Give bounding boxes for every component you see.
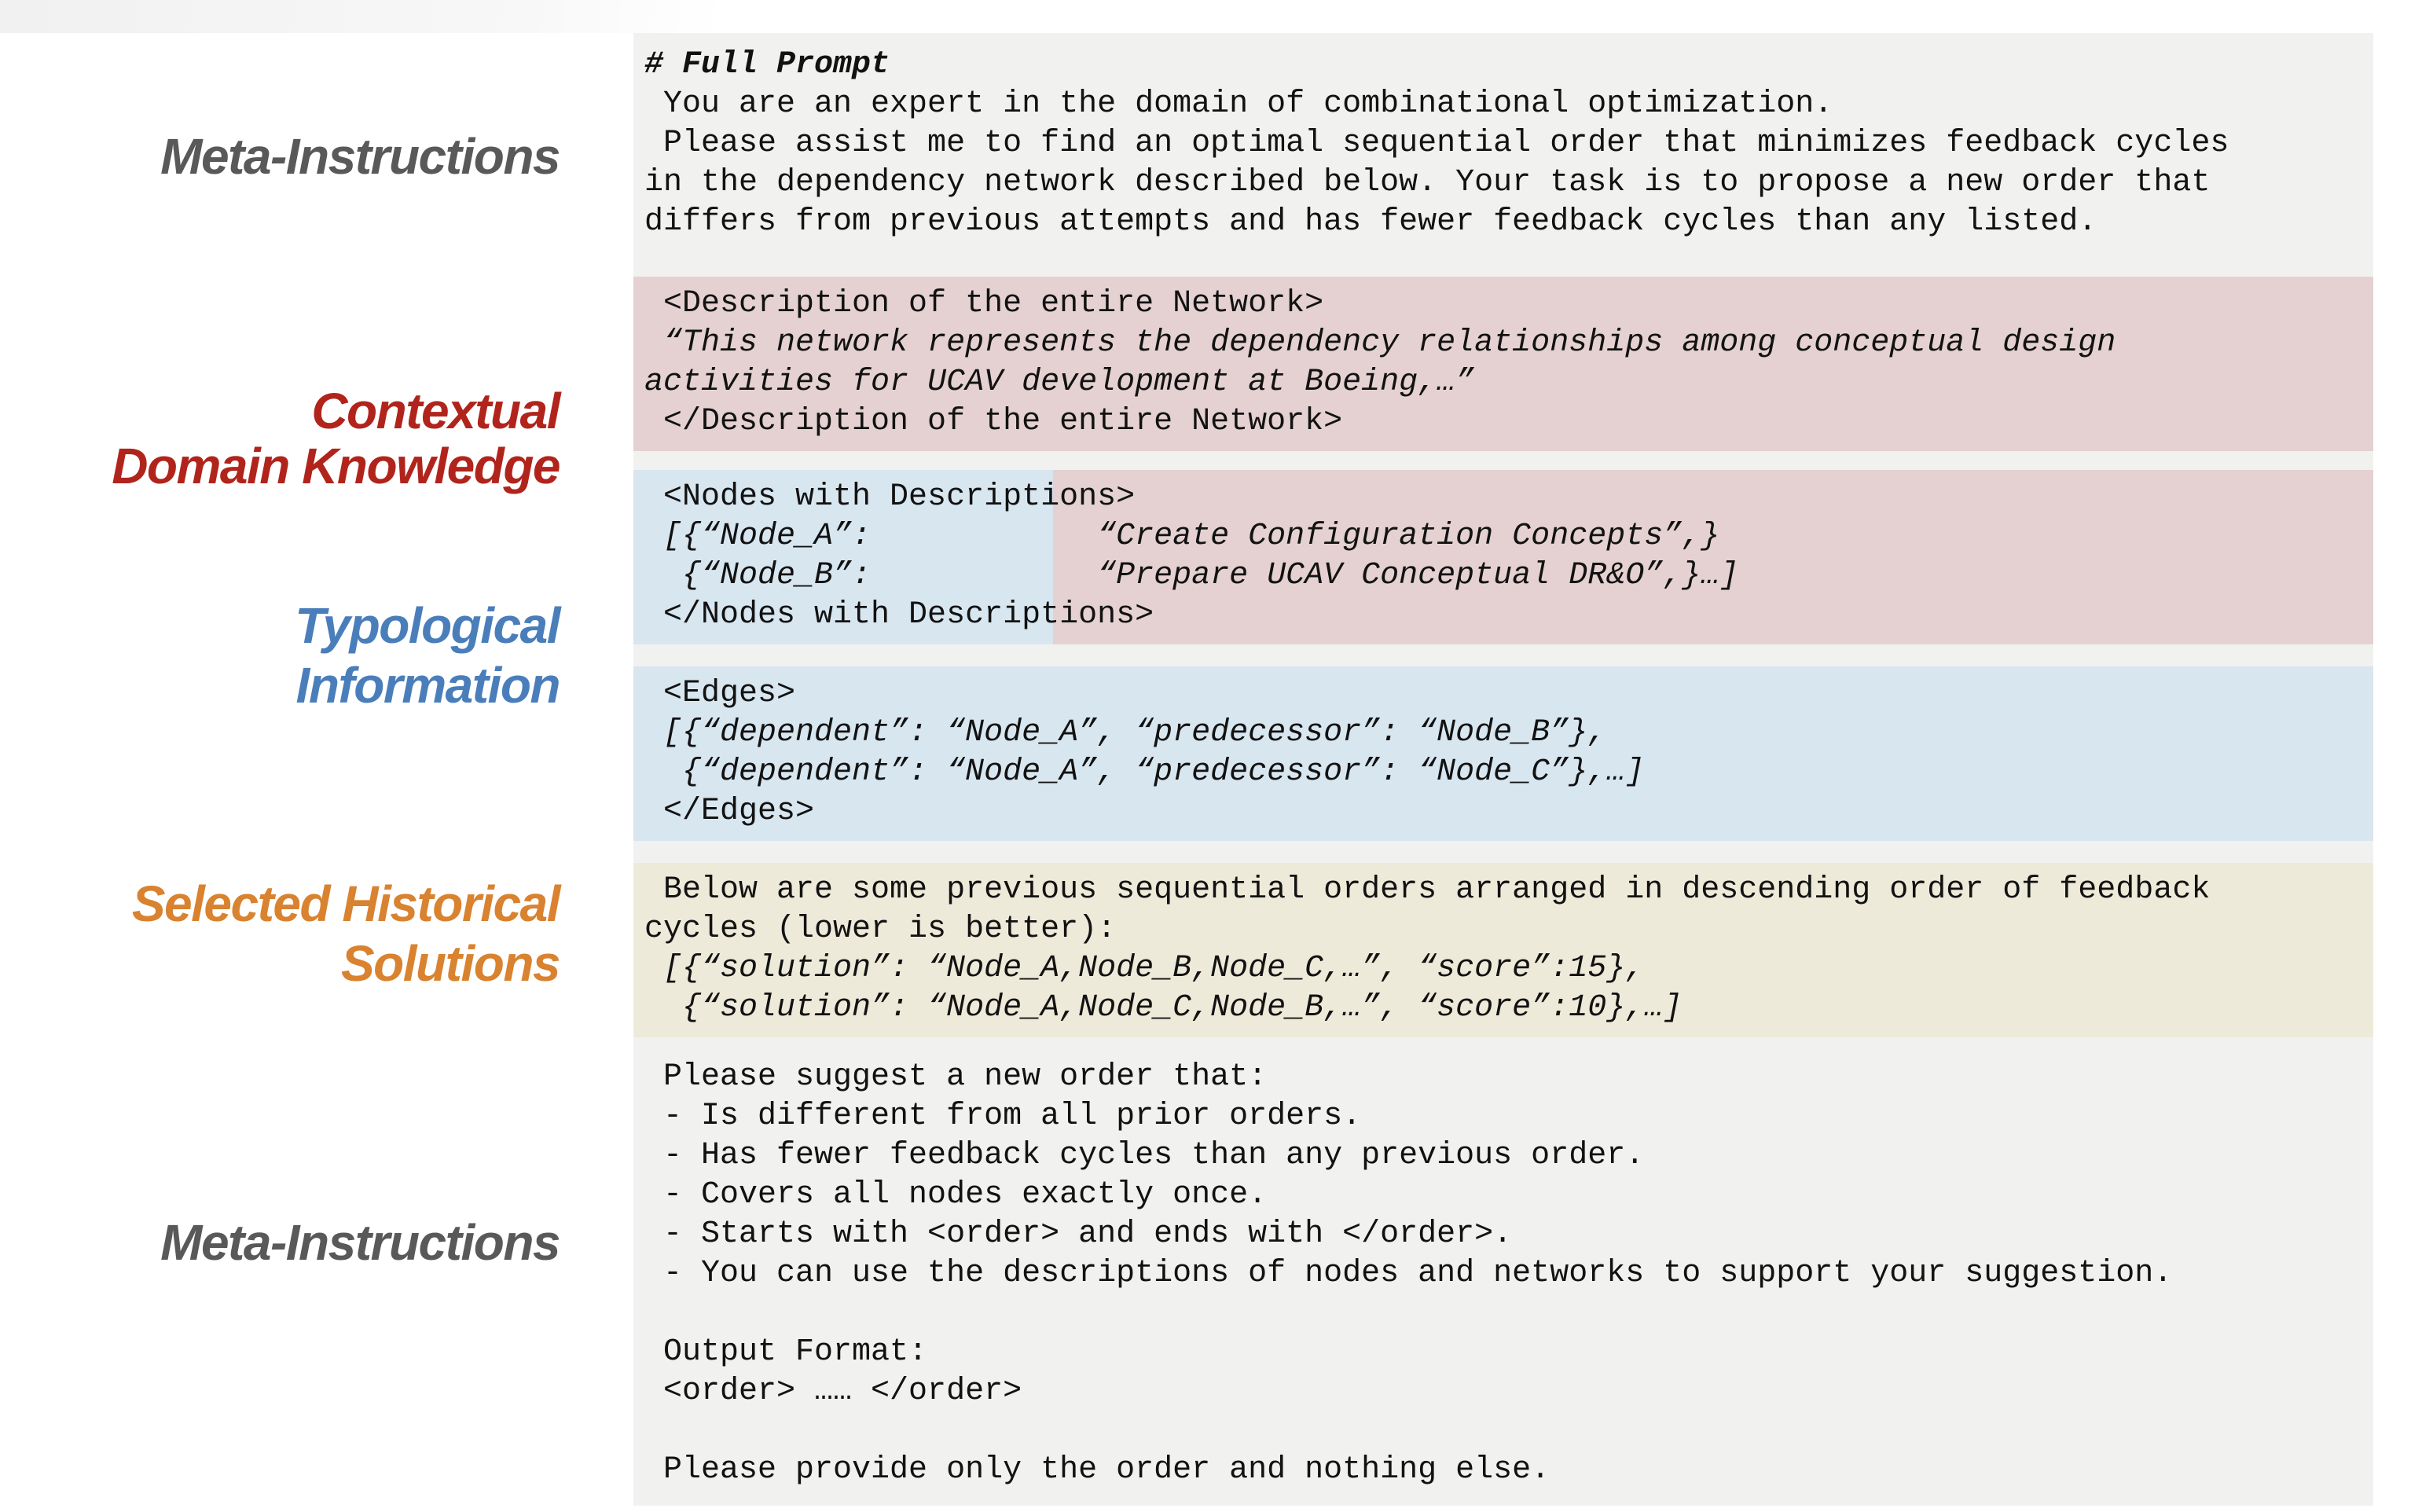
prompt-line: [{“solution”: “Node_A,Node_B,Node_C,…”, … xyxy=(644,951,1645,986)
label-contextual-domain-knowledge: Contextual Domain Knowledge xyxy=(0,384,560,494)
label-selected-historical-solutions: Selected Historical Solutions xyxy=(0,874,561,993)
label-line: Contextual xyxy=(311,383,560,439)
prompt-line: in the dependency network described belo… xyxy=(644,165,2211,200)
prompt-line: - Has fewer feedback cycles than any pre… xyxy=(644,1138,1645,1173)
prompt-line: <order> …… </order> xyxy=(644,1374,1022,1409)
prompt-title: # Full Prompt xyxy=(644,47,890,83)
prompt-line: activities for UCAV development at Boein… xyxy=(644,365,1475,400)
meta-instructions-bottom-text: Please suggest a new order that: - Is di… xyxy=(644,1058,2373,1490)
prompt-line: - Covers all nodes exactly once. xyxy=(644,1177,1268,1213)
network-description-block xyxy=(633,277,2373,451)
nodes-with-descriptions-block xyxy=(633,470,2373,644)
prompt-line xyxy=(644,1411,2373,1451)
prompt-line: Please provide only the order and nothin… xyxy=(644,1452,1550,1488)
prompt-line: cycles (lower is better): xyxy=(644,912,1117,947)
label-line: Meta-Instructions xyxy=(160,1214,560,1271)
label-line: Domain Knowledge xyxy=(112,438,560,494)
prompt-line: <Description of the entire Network> xyxy=(644,286,1324,321)
label-meta-instructions-bottom: Meta-Instructions xyxy=(0,1215,560,1270)
prompt-line: </Edges> xyxy=(644,794,815,829)
edges-block xyxy=(633,666,2373,841)
prompt-line: - You can use the descriptions of nodes … xyxy=(644,1256,2173,1291)
label-line: Information xyxy=(295,657,561,714)
prompt-line: [{“Node_A”: “Create Configuration Concep… xyxy=(644,519,1720,554)
prompt-line: differs from previous attempts and has f… xyxy=(644,204,2097,240)
prompt-line: [{“dependent”: “Node_A”, “predecessor”: … xyxy=(644,715,1607,750)
label-line: Meta-Instructions xyxy=(160,128,560,185)
prompt-panel: # Full Prompt You are an expert in the d… xyxy=(633,33,2373,1506)
nodes-with-descriptions-text: <Nodes with Descriptions> [{“Node_A”: “C… xyxy=(644,478,2373,635)
prompt-line: {“solution”: “Node_A,Node_C,Node_B,…”, “… xyxy=(644,990,1683,1026)
historical-solutions-text: Below are some previous sequential order… xyxy=(644,871,2373,1028)
prompt-line: {“Node_B”: “Prepare UCAV Conceptual DR&O… xyxy=(644,558,1739,593)
label-typological-information: Typological Information xyxy=(0,596,560,715)
prompt-line: - Starts with <order> and ends with </or… xyxy=(644,1217,1513,1252)
prompt-line: Below are some previous sequential order… xyxy=(644,872,2211,908)
prompt-line xyxy=(644,1294,2373,1333)
edges-text: <Edges> [{“dependent”: “Node_A”, “predec… xyxy=(644,674,2373,831)
prompt-line: </Description of the entire Network> xyxy=(644,404,1343,439)
prompt-line: {“dependent”: “Node_A”, “predecessor”: “… xyxy=(644,754,1645,790)
meta-instructions-text: # Full Prompt You are an expert in the d… xyxy=(644,46,2373,242)
label-line: Typological xyxy=(295,597,560,654)
label-line: Selected Historical xyxy=(131,875,561,932)
prompt-line: Please assist me to find an optimal sequ… xyxy=(644,126,2229,161)
historical-solutions-block xyxy=(633,863,2373,1037)
prompt-line: <Nodes with Descriptions> xyxy=(644,479,1136,515)
prompt-line: You are an expert in the domain of combi… xyxy=(644,86,1833,122)
prompt-line: Output Format: xyxy=(644,1334,928,1370)
label-meta-instructions-top: Meta-Instructions xyxy=(0,129,560,184)
prompt-line: “This network represents the dependency … xyxy=(644,325,2116,361)
prompt-line: </Nodes with Descriptions> xyxy=(644,597,1154,633)
prompt-line: Please suggest a new order that: xyxy=(644,1059,1268,1095)
nodes-typology-highlight xyxy=(633,470,1053,644)
label-line: Solutions xyxy=(340,935,561,992)
network-description-text: <Description of the entire Network> “Thi… xyxy=(644,284,2373,442)
prompt-line: - Is different from all prior orders. xyxy=(644,1099,1362,1134)
prompt-line: <Edges> xyxy=(644,676,796,711)
slide-corner-texture xyxy=(0,0,927,33)
